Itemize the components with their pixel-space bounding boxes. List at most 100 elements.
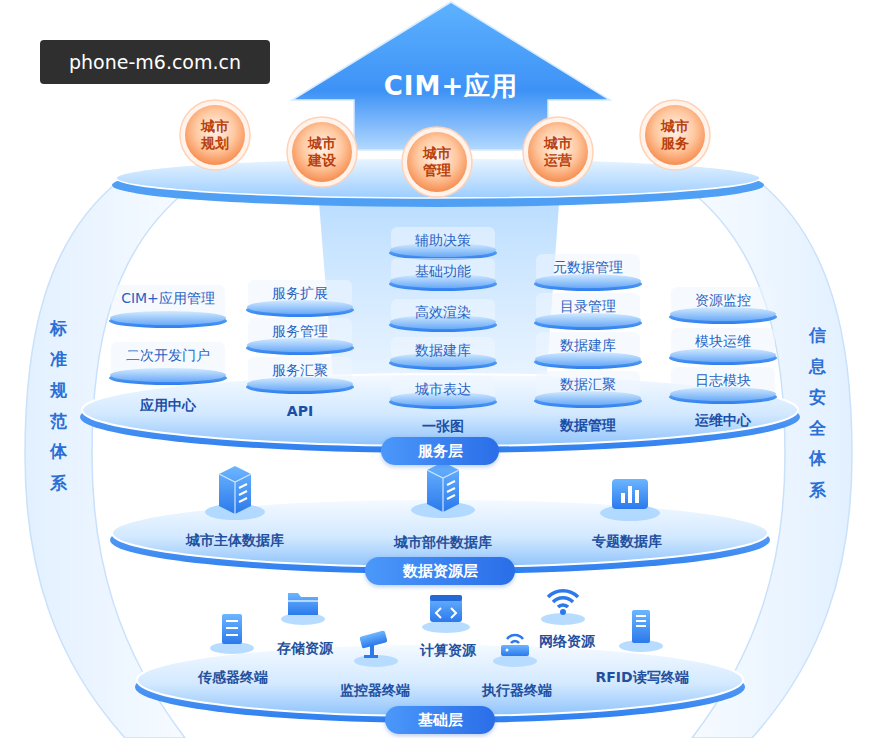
- icon-body: [222, 614, 242, 644]
- icon-body: [219, 466, 251, 514]
- circle-text: 城市 服务: [655, 118, 695, 152]
- icon-wave: [548, 591, 578, 607]
- stack-item: 日志模块: [667, 367, 779, 405]
- item-text: 高效渲染: [387, 301, 499, 323]
- module-stack: 应用中心CIM+应用管理二次开发门户: [103, 280, 233, 416]
- item-top: [247, 377, 353, 391]
- icon-pedestal: [541, 613, 585, 625]
- icon-edge: [427, 470, 459, 512]
- resource-text: 城市部件数据库: [353, 532, 533, 552]
- stack-item: 辅助决策: [387, 227, 499, 261]
- item-top: [535, 274, 641, 288]
- resource-label: 城市部件数据库: [373, 532, 513, 552]
- module-stack: 一张图辅助决策基础功能高效渲染数据建库城市表达: [383, 223, 503, 437]
- resource-label: 计算资源: [398, 640, 498, 660]
- item-text: 二次开发门户: [107, 344, 229, 366]
- item-text: 服务汇聚: [244, 359, 356, 381]
- domain-circle: 城市 运营: [522, 116, 594, 188]
- item-text: 服务扩展: [244, 282, 356, 304]
- resource-label: 存储资源: [255, 638, 355, 658]
- band-text: 标准规范体系: [49, 305, 69, 491]
- domain-circle: 城市 服务: [639, 99, 711, 171]
- resource-label: 监控器终端: [325, 680, 425, 700]
- resource-text: 执行器终端: [447, 680, 587, 700]
- module-stack: 数据管理元数据管理目录管理数据建库数据汇聚: [528, 250, 648, 436]
- code-icon: [422, 595, 470, 633]
- resource-label: 网络资源: [517, 631, 617, 651]
- domain-circle: 城市 建设: [286, 116, 358, 188]
- icon-bar: [628, 486, 632, 503]
- item-top: [247, 338, 353, 352]
- layer-platform: 数据资源层城市主体数据库城市部件数据库专题数据库: [100, 465, 780, 587]
- item-top: [110, 368, 226, 382]
- icon-dot: [506, 649, 509, 652]
- domain-circle: 城市 规划: [179, 99, 251, 171]
- database-icon: [205, 466, 265, 520]
- item-text: 数据建库: [387, 339, 499, 361]
- stack-item: 基础功能: [387, 258, 499, 292]
- item-top: [535, 391, 641, 405]
- router-icon: [493, 635, 537, 667]
- side-band: 标准规范体系: [40, 252, 78, 544]
- icon-body: [427, 462, 459, 512]
- resource-text: 监控器终端: [305, 680, 445, 700]
- item-text: 数据汇聚: [532, 373, 644, 395]
- circle-fill: [292, 122, 352, 182]
- circle-text: 城市 运营: [538, 135, 578, 169]
- item-top: [535, 313, 641, 327]
- icon-bar: [621, 493, 625, 503]
- stack-item: 服务汇聚: [244, 357, 356, 395]
- item-text: 数据建库: [532, 334, 644, 356]
- circle-ring: [523, 117, 593, 187]
- item-text: CIM+应用管理: [107, 287, 229, 309]
- resource-text: 传感器终端: [163, 667, 303, 687]
- icon-line: [288, 600, 318, 602]
- circle-fill: [645, 105, 705, 165]
- icon-body: [430, 595, 462, 622]
- icon-line: [226, 621, 238, 635]
- icon-line: [239, 484, 247, 502]
- wifi-icon: [541, 591, 585, 625]
- module-stack: 运维中心 资源监控模块运维日志模块: [663, 283, 783, 431]
- resource-text: 存储资源: [235, 638, 375, 658]
- item-text: 日志模块: [667, 369, 779, 391]
- icon-line: [447, 481, 455, 499]
- camera-icon: [354, 630, 398, 667]
- stack-item: 二次开发门户: [107, 342, 229, 386]
- stack-item: 元数据管理: [532, 254, 644, 292]
- icon-pedestal: [281, 613, 325, 625]
- stack-item: 数据建库: [387, 337, 499, 371]
- item-text: 辅助决策: [387, 229, 499, 251]
- stack-heading: API: [240, 400, 360, 422]
- item-text: 基础功能: [387, 260, 499, 282]
- watermark: phone-m6.com.cn: [40, 40, 270, 84]
- stack-item: 资源监控: [667, 287, 779, 325]
- stack-item: 数据汇聚: [532, 371, 644, 409]
- item-text: 模块运维: [667, 330, 779, 352]
- database-icon: [411, 462, 475, 518]
- stack-item: 目录管理: [532, 293, 644, 331]
- chart-icon: [600, 479, 660, 521]
- resource-label: 传感器终端: [183, 667, 283, 687]
- icon-pedestal: [600, 505, 660, 521]
- icon-body: [612, 479, 648, 509]
- stack-heading: 运维中心: [663, 409, 783, 431]
- icon-body: [359, 630, 387, 648]
- icon-pedestal: [210, 642, 254, 654]
- layer-platform: 服务层应用中心CIM+应用管理二次开发门户API服务扩展服务管理服务汇聚一张图辅…: [78, 215, 802, 470]
- item-top: [670, 387, 776, 401]
- icon-body: [632, 610, 650, 643]
- icon-edge: [219, 474, 251, 514]
- module-stack: API服务扩展服务管理服务汇聚: [240, 276, 360, 422]
- item-text: 城市表达: [387, 378, 499, 400]
- server-icon: [210, 614, 254, 654]
- item-text: 目录管理: [532, 295, 644, 317]
- circle-fill: [528, 122, 588, 182]
- layer-pill: 数据资源层: [365, 557, 515, 585]
- item-top: [670, 348, 776, 362]
- side-arc: [687, 180, 852, 738]
- stack-item: 数据建库: [532, 332, 644, 370]
- icon-pedestal: [619, 640, 663, 652]
- banner-text: CIM+应用: [290, 68, 612, 104]
- circle-fill: [407, 132, 467, 192]
